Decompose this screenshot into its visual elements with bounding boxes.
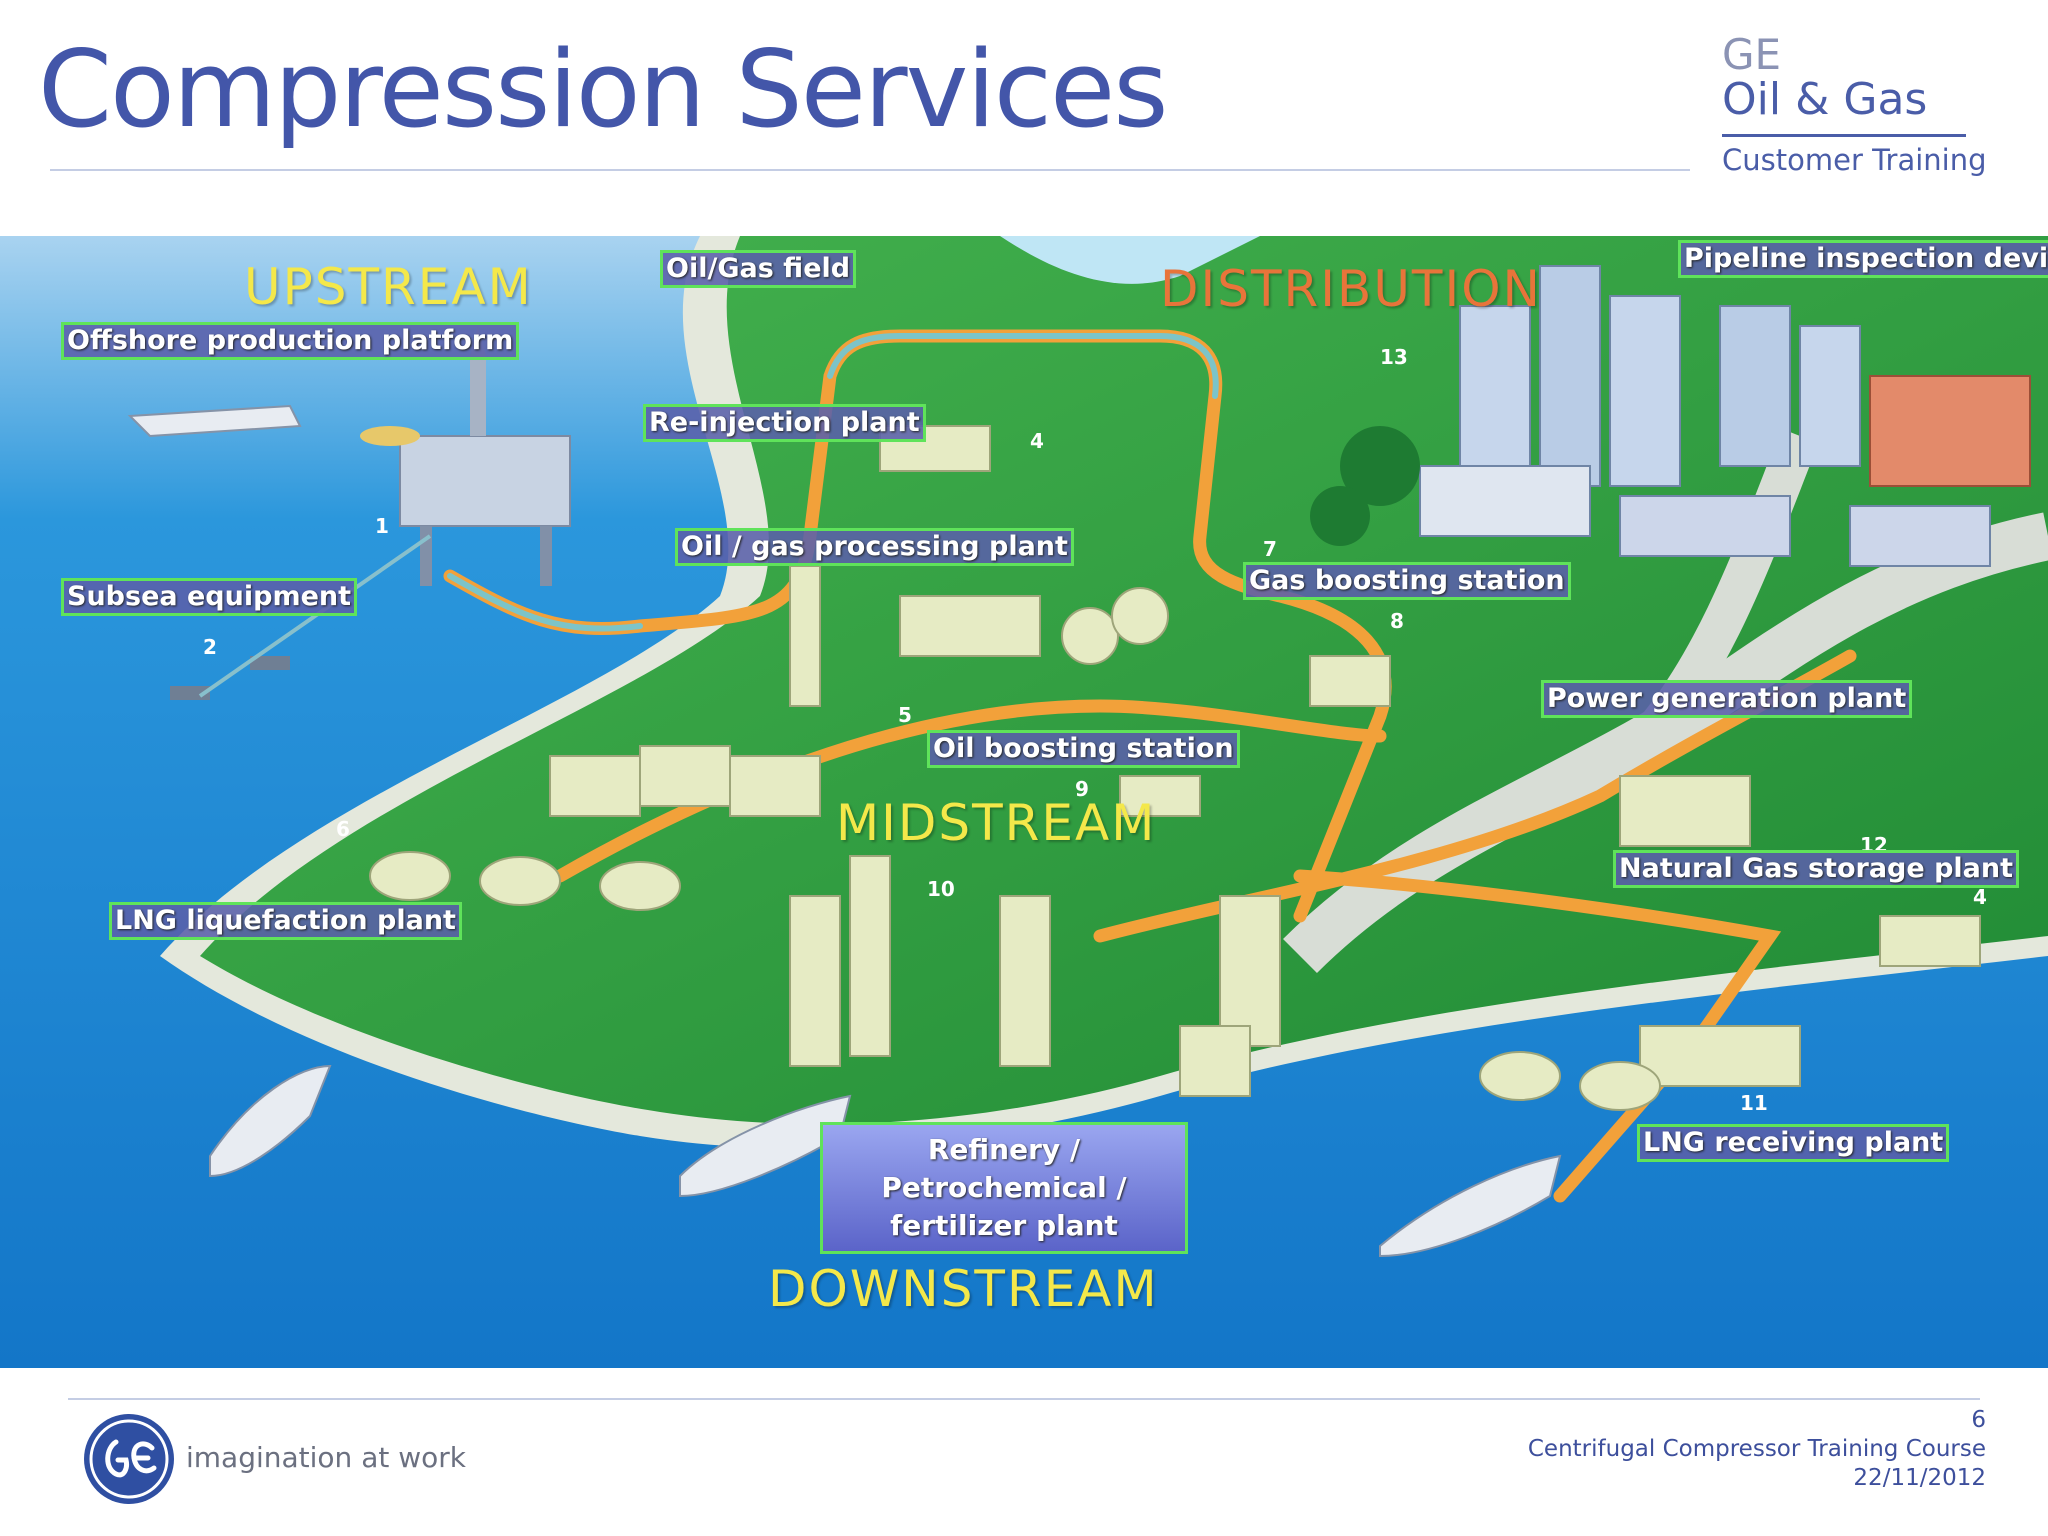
ge-logo-icon [84, 1414, 174, 1504]
map-number: 2 [203, 635, 217, 659]
offshore-platform [360, 326, 571, 586]
label-lng-receiving: LNG receiving plant [1637, 1124, 1950, 1162]
far-bay [1000, 236, 1260, 284]
title-divider [50, 169, 1690, 171]
map-number: 4 [1973, 885, 1987, 909]
label-subsea-equipment: Subsea equipment [61, 578, 358, 616]
map-number: 11 [1740, 1091, 1768, 1115]
zone-upstream: UPSTREAM [244, 258, 533, 316]
pipeline-highlights [447, 333, 1219, 632]
brand-ge: GE [1722, 30, 1782, 79]
brand-division: Oil & Gas [1722, 74, 1928, 125]
map-number: 10 [927, 877, 955, 901]
map-number: 9 [1075, 777, 1089, 801]
brand-block: GE Oil & Gas Customer Training [1722, 30, 1987, 178]
city [1310, 265, 2031, 567]
label-oil-gas-field: Oil/Gas field [660, 250, 857, 288]
map-number: 1 [375, 514, 389, 538]
label-ng-storage: Natural Gas storage plant [1613, 850, 2020, 888]
course-name: Centrifugal Compressor Training Course [1527, 1436, 1986, 1462]
zone-distribution: DISTRIBUTION [1160, 260, 1542, 318]
label-refinery: Refinery / Petrochemical / fertilizer pl… [820, 1122, 1188, 1254]
map-numbers: 1 2 4 5 6 7 8 9 10 11 12 13 4 [203, 345, 1987, 1115]
page-title: Compression Services [38, 28, 1168, 151]
zone-midstream: MIDSTREAM [836, 794, 1157, 852]
map-number: 4 [1030, 429, 1044, 453]
label-gas-boosting: Gas boosting station [1243, 562, 1571, 600]
brand-divider [1722, 134, 1966, 138]
label-lng-liquefaction: LNG liquefaction plant [109, 902, 462, 940]
industrial-plants [369, 425, 1981, 1111]
map-number: 6 [336, 817, 350, 841]
tagline: imagination at work [186, 1441, 466, 1474]
scene-artwork: 1 2 4 5 6 7 8 9 10 11 12 13 4 [0, 236, 2048, 1368]
label-offshore-platform: Offshore production platform [61, 322, 520, 360]
map-number: 5 [898, 703, 912, 727]
map-number: 13 [1380, 345, 1408, 369]
brand-unit: Customer Training [1722, 143, 1987, 178]
label-pipeline-inspection: Pipeline inspection device [1678, 240, 2048, 278]
footer-divider [68, 1398, 1980, 1400]
page-number: 6 [1971, 1407, 1986, 1433]
label-reinjection-plant: Re-injection plant [643, 404, 926, 442]
course-date: 22/11/2012 [1853, 1465, 1986, 1491]
map-number: 8 [1390, 609, 1404, 633]
ships [127, 404, 1562, 1258]
label-processing-plant: Oil / gas processing plant [675, 528, 1074, 566]
oil-gas-value-chain-illustration: 1 2 4 5 6 7 8 9 10 11 12 13 4 UPSTREAM D… [0, 236, 2048, 1368]
label-oil-boosting: Oil boosting station [927, 730, 1240, 768]
subsea-equipment [170, 534, 432, 700]
zone-downstream: DOWNSTREAM [768, 1260, 1159, 1318]
footer-info: 6 Centrifugal Compressor Training Course… [1528, 1406, 1986, 1493]
label-power-generation: Power generation plant [1541, 680, 1913, 718]
map-number: 7 [1263, 537, 1277, 561]
